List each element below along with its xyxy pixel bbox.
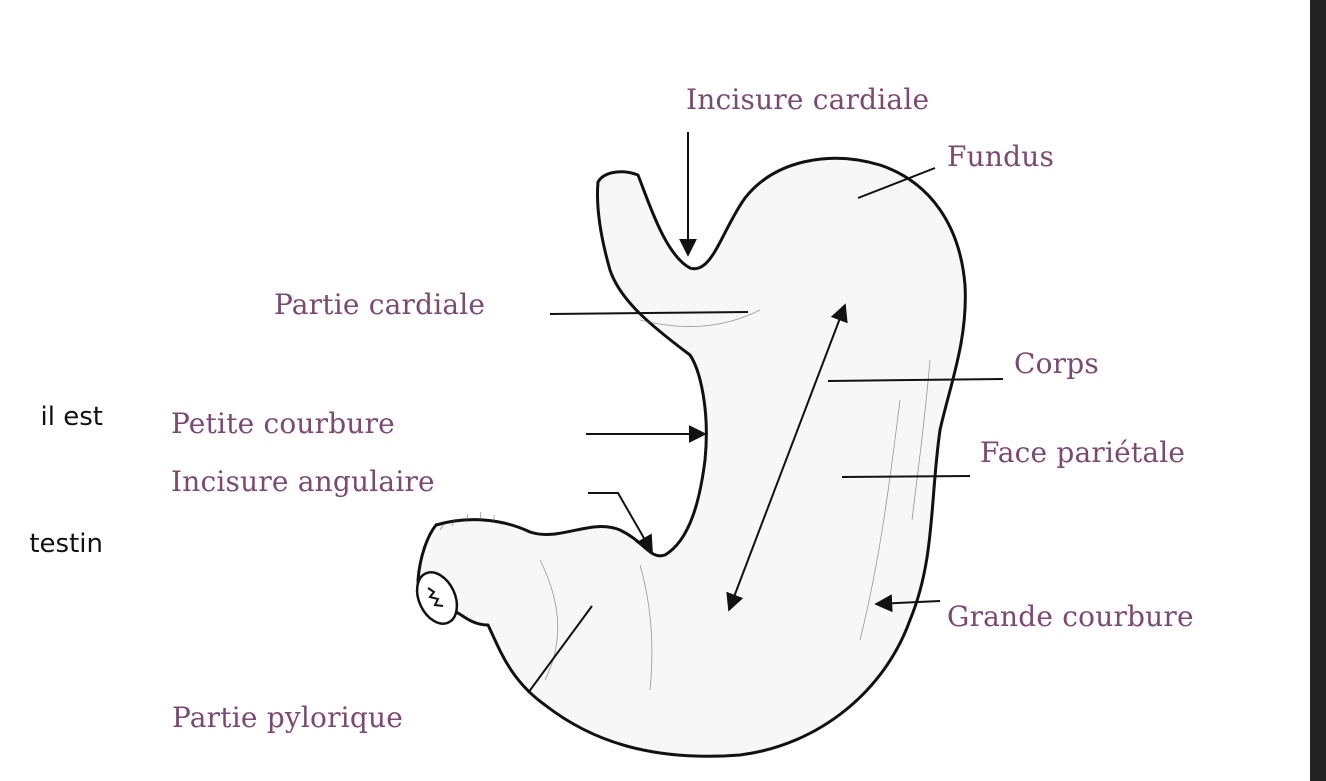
label-fundus: Fundus xyxy=(947,140,1054,173)
label-partie-pylorique: Partie pylorique xyxy=(172,701,403,734)
label-incisure-angulaire: Incisure angulaire xyxy=(171,465,435,498)
window-edge-bar xyxy=(1310,0,1326,781)
label-corps: Corps xyxy=(1014,347,1099,380)
label-partie-cardiale: Partie cardiale xyxy=(274,288,485,321)
leader-lines xyxy=(527,132,1004,694)
label-petite-courbure: Petite courbure xyxy=(171,407,395,440)
slide-text-fragment: il est xyxy=(40,402,103,432)
slide-text-fragment: testin xyxy=(29,529,103,559)
label-incisure-cardiale: Incisure cardiale xyxy=(686,83,929,116)
label-grande-courbure: Grande courbure xyxy=(947,600,1194,633)
label-face-parietale: Face pariétale xyxy=(980,436,1185,469)
diagram-labels: Incisure cardiale Fundus Partie cardiale… xyxy=(171,83,1194,734)
